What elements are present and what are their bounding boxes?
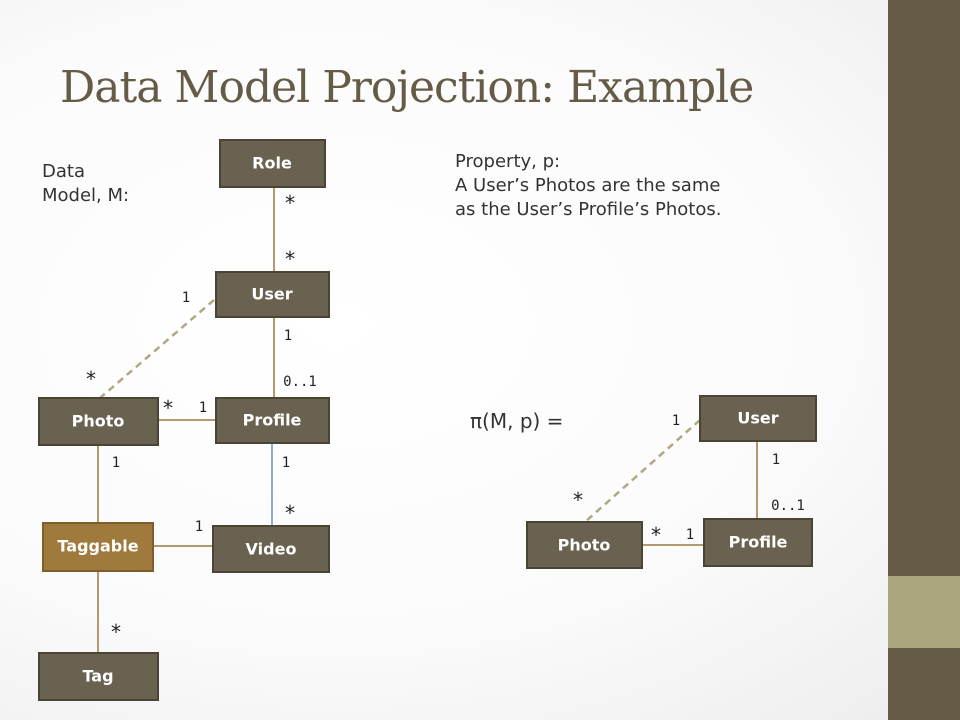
mult-photo-taggable-photo-end: 1	[112, 455, 120, 471]
model-label-line-2: Model, M:	[42, 185, 130, 206]
mult-photo-profile-photo-end: *	[162, 396, 174, 420]
mult-role-user-bottom: *	[284, 247, 296, 271]
proj-mult-user-photo-user-end: 1	[672, 413, 680, 429]
proj-mult-photo-profile-profile-end: 1	[686, 527, 694, 543]
mult-user-photo-user-end: 1	[182, 290, 190, 306]
entity-video-label: Video	[246, 540, 297, 559]
model-connectors	[97, 187, 275, 653]
mult-profile-video-profile-end: 1	[282, 455, 290, 471]
mult-user-photo-photo-end: *	[85, 367, 97, 391]
entity-photo: Photo	[38, 397, 159, 446]
model-label: Data Model, M:	[42, 160, 129, 208]
entity-tag-label: Tag	[82, 667, 113, 686]
entity-profile: Profile	[215, 397, 330, 444]
proj-entity-user: User	[699, 395, 817, 442]
projection-multiplicities: 1 * 1 0..1 * 1	[572, 413, 805, 547]
model-label-line-1: Data	[42, 161, 85, 182]
mult-taggable-tag-tag-end: *	[110, 620, 122, 644]
entity-taggable-label: Taggable	[57, 537, 138, 556]
entity-taggable: Taggable	[42, 522, 154, 572]
entity-video: Video	[212, 525, 330, 573]
data-model-diagram: Role User Profile Photo Taggable Video T…	[38, 139, 817, 701]
entity-profile-label: Profile	[243, 411, 302, 430]
proj-entity-user-label: User	[737, 409, 778, 428]
entity-photo-label: Photo	[72, 412, 125, 431]
proj-user-photo-dashed-line	[584, 419, 701, 523]
slide-title: Data Model Projection: Example	[60, 62, 754, 113]
mult-user-profile-user-end: 1	[284, 328, 292, 344]
mult-role-user-top: *	[284, 191, 296, 215]
proj-entity-photo: Photo	[526, 521, 643, 569]
sidebar-stripe	[888, 0, 960, 720]
property-line-2: A User’s Photos are the same	[455, 175, 721, 196]
property-line-3: as the User’s Profile’s Photos.	[455, 199, 722, 220]
entity-user: User	[215, 271, 330, 318]
model-multiplicities: * * 1 * 1 0..1 * 1 1 1 * 1 *	[85, 191, 317, 644]
proj-mult-user-profile-profile-end: 0..1	[771, 498, 805, 514]
proj-entity-profile: Profile	[703, 518, 813, 567]
projection-connectors	[584, 419, 758, 546]
property-line-1: Property, p:	[455, 151, 561, 172]
projection-label: π(M, p) =	[470, 409, 564, 433]
proj-entity-photo-label: Photo	[558, 536, 611, 555]
proj-entity-profile-label: Profile	[729, 533, 788, 552]
proj-mult-user-profile-user-end: 1	[772, 452, 780, 468]
entity-role: Role	[219, 139, 326, 188]
entity-tag: Tag	[38, 652, 159, 701]
mult-profile-video-video-end: *	[284, 501, 296, 525]
mult-photo-profile-profile-end: 1	[199, 400, 207, 416]
user-photo-dashed-line	[99, 299, 215, 399]
proj-mult-user-photo-photo-end: *	[572, 488, 584, 512]
entity-role-label: Role	[252, 154, 292, 173]
mult-user-profile-profile-end: 0..1	[283, 374, 317, 390]
entity-user-label: User	[251, 285, 292, 304]
proj-mult-photo-profile-photo-end: *	[650, 523, 662, 547]
mult-taggable-video-video-end: 1	[195, 519, 203, 535]
sidebar-accent-block	[888, 576, 960, 648]
property-text: Property, p: A User’s Photos are the sam…	[455, 150, 721, 222]
